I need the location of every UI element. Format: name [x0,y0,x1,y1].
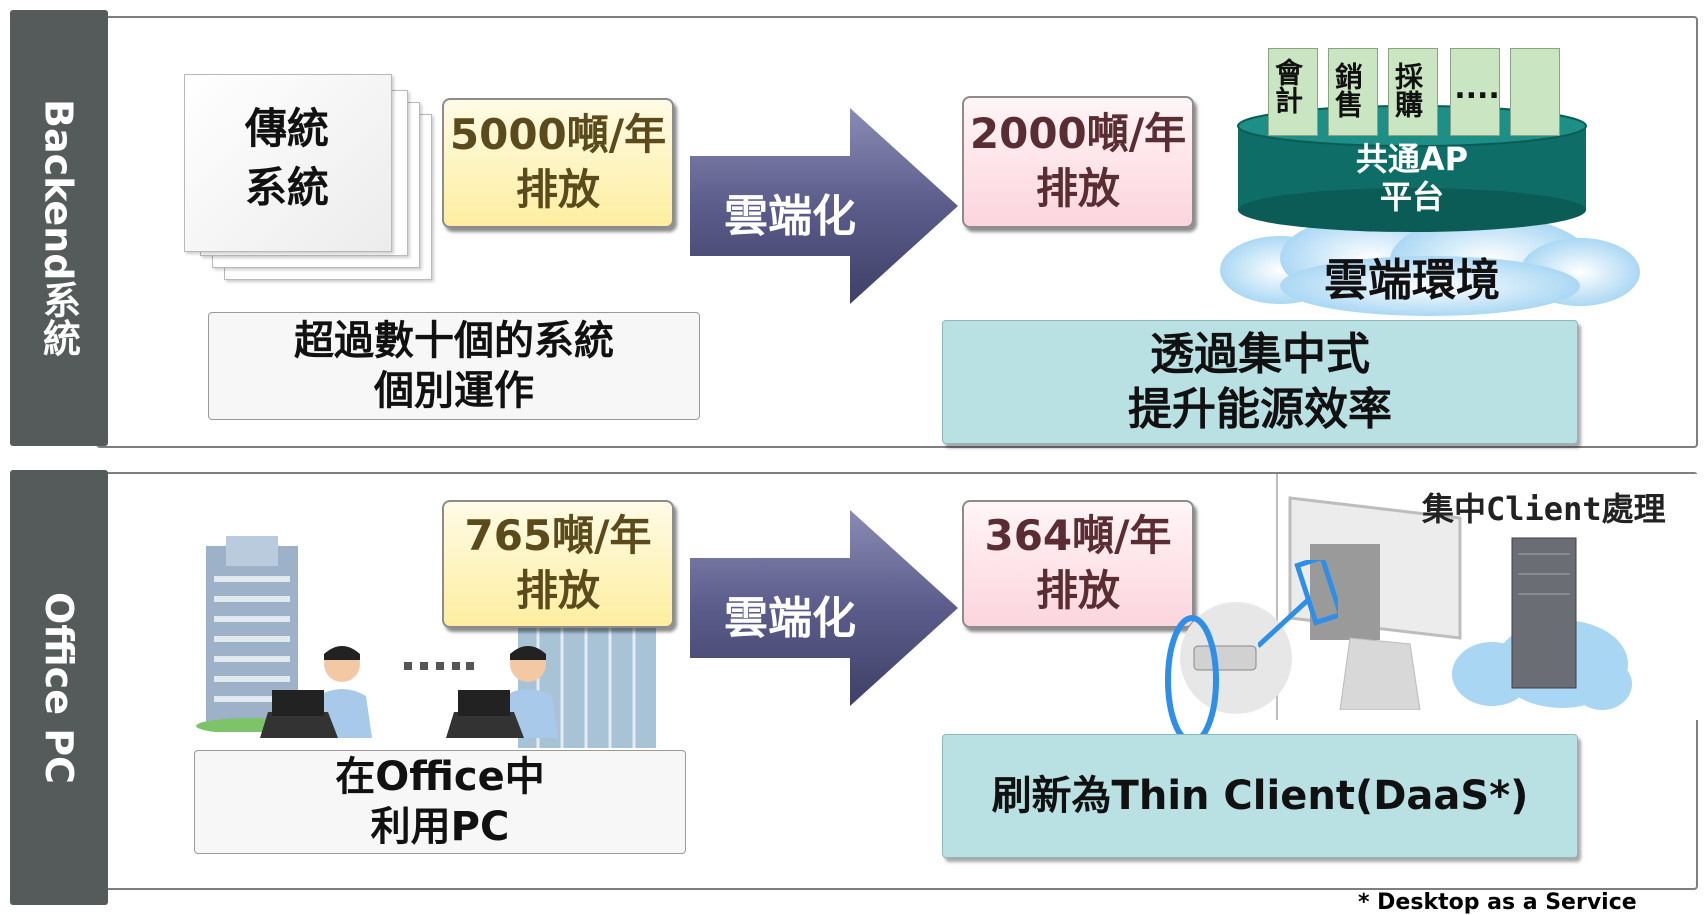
office-after-emission: 364噸/年 排放 [962,500,1194,628]
legacy-systems-label: 傳統 系統 [244,104,329,212]
office-arrow-label: 雲端化 [724,593,856,644]
app-tower-more [1450,48,1500,136]
office-worker-icon [260,646,372,738]
backend-after-description: 透過集中式 提升能源效率 [942,320,1578,444]
platform-label: 共通AP 平台 [1355,140,1469,217]
monitor-icon [1288,496,1462,710]
cloud-icon [1220,216,1640,316]
app-tower-purchasing [1388,48,1438,136]
backend-arrow-label: 雲端化 [724,191,856,242]
backend-section-label: Backend系統 [10,10,108,446]
thin-client-device-icon [1165,602,1292,745]
office-before-description: 在Office中 利用PC [194,750,686,854]
app-label-accounting: 會計 [1271,58,1304,114]
office-worker-right-icon [446,646,558,738]
office-pc-section-label: Office PC [10,470,108,905]
app-label-purchasing: 採購 [1391,62,1424,118]
ellipsis-dots-icon [404,662,474,670]
backend-before-emission: 5000噸/年 排放 [442,98,674,228]
app-tower-accounting [1268,48,1318,136]
connector-line-icon [1258,560,1338,648]
office-after-description: 刷新為Thin Client(DaaS*) [942,734,1578,858]
app-tower-extra [1510,48,1560,136]
server-rack-icon [1452,537,1632,710]
app-label-more: .... [1454,71,1500,106]
backend-before-description: 超過數十個的系統 個別運作 [208,312,700,420]
thin-client-caption: 集中Client處理 [1422,490,1666,528]
app-label-sales: 銷售 [1331,62,1364,118]
office-before-emission: 765噸/年 排放 [442,500,674,628]
footnote: * Desktop as a Service [1358,890,1637,915]
cloud-environment-label: 雲端環境 [1324,255,1500,306]
office-cloudify-arrow [690,510,958,706]
backend-cloudify-arrow [690,108,958,304]
platform-cylinder [1237,105,1587,232]
app-tower-sales [1328,48,1378,136]
backend-after-emission: 2000噸/年 排放 [962,96,1194,228]
